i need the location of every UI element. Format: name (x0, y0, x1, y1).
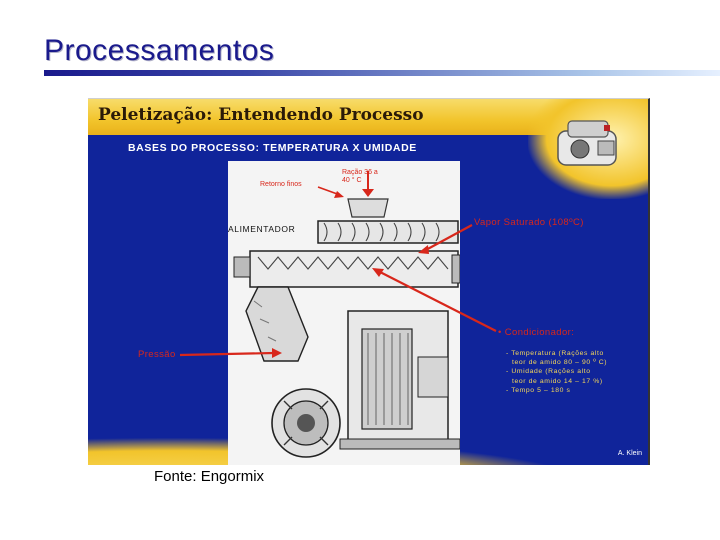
note-line: - Tempo 5 – 180 s (506, 386, 646, 395)
annotation-arrows (88, 99, 648, 465)
author-credit: A. Klein (618, 450, 642, 457)
note-line: - Temperatura (Rações alto (506, 349, 646, 358)
note-line: teor de amido 80 – 90 º C) (506, 358, 646, 367)
note-line: - Umidade (Rações alto (506, 367, 646, 376)
figure-caption: Fonte: Engormix (154, 468, 264, 485)
title-underline (44, 70, 720, 76)
process-figure: Peletização: Entendendo Processo BASES D… (88, 98, 650, 465)
note-line: teor de amido 14 – 17 %) (506, 377, 646, 386)
slide-title: Processamentos (44, 34, 274, 68)
conditioner-notes: - Temperatura (Rações alto teor de amido… (506, 349, 646, 395)
